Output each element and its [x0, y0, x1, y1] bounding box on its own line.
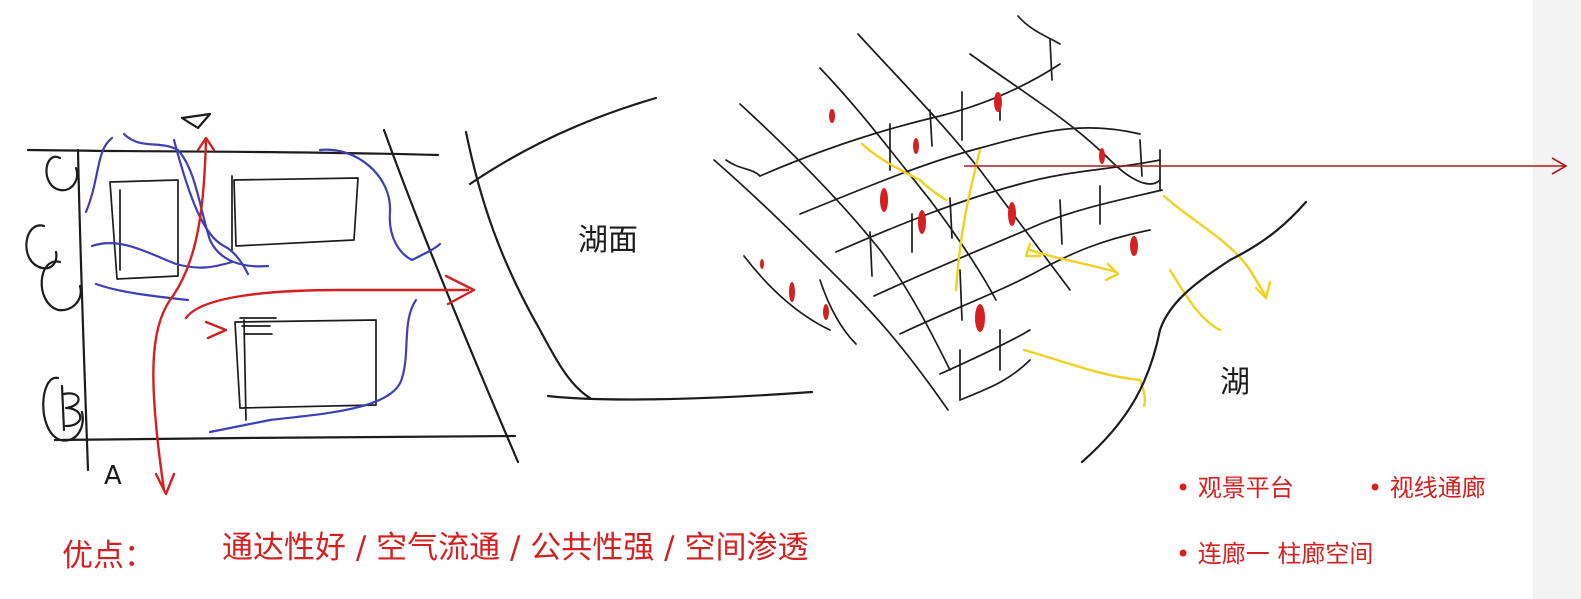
beam-3: [835, 159, 1161, 253]
beam-4: [873, 189, 1163, 297]
yellow-view-6: [1168, 268, 1222, 332]
plan-left-edge: [76, 148, 90, 472]
red-pointer-arrowhead: [1551, 157, 1568, 175]
note-sight-corridor: • 视线通廊: [1368, 474, 1486, 502]
red-arrowhead-down: [154, 472, 176, 496]
note-colonnade: • 连廊一 柱廊空间: [1176, 540, 1373, 568]
beam-7: [959, 359, 1031, 401]
red-figures: [760, 92, 1138, 332]
blue-path-1: [84, 136, 114, 214]
mark-a: A: [104, 461, 122, 491]
post-5: [959, 269, 1001, 401]
outer-stroke-3: [743, 255, 831, 331]
lake-label: 湖: [1220, 365, 1250, 400]
yellow-view-4: [1162, 194, 1268, 298]
post-4: [1099, 139, 1161, 225]
blue-path-7: [172, 138, 250, 276]
block-top-right: [231, 175, 359, 251]
right-shoreline: [1080, 200, 1308, 464]
yellow-view-5: [1022, 348, 1146, 408]
lake-surface-sketch: [464, 96, 814, 401]
red-arrowhead-top: [196, 136, 216, 152]
advantages-prefix: 优点：: [62, 538, 155, 574]
mark-c-1: [45, 155, 79, 192]
yellow-view-2: [954, 148, 982, 292]
ridge-5: [969, 53, 1161, 185]
block-top-left: [109, 179, 179, 280]
advantages-text: 通达性好 / 空气流通 / 公共性强 / 空间渗透: [222, 530, 808, 566]
red-arrow-small: [204, 320, 228, 340]
blue-path-2: [122, 132, 270, 268]
red-axis-vertical: [152, 138, 208, 492]
ridge-3: [819, 67, 997, 301]
outer-stroke-2: [1017, 15, 1061, 45]
beam-1: [759, 63, 1061, 177]
post-1: [889, 91, 963, 171]
beam-6: [939, 329, 1031, 375]
right-margin-strip: [1533, 0, 1581, 599]
red-axis-horizontal: [184, 288, 470, 320]
ridge-1: [739, 103, 951, 371]
red-arrowhead-right: [444, 274, 476, 306]
mark-b: [42, 376, 84, 442]
blue-path-6: [208, 298, 418, 434]
ridge-2: [713, 159, 949, 411]
block-bottom: [234, 319, 377, 421]
lake-shore-lower: [546, 390, 814, 401]
site-plan: A: [25, 112, 520, 496]
yellow-arrowheads: [1024, 242, 1272, 300]
blue-path-3: [318, 148, 442, 262]
beam-5: [899, 229, 1151, 335]
lake-shore-left: [464, 130, 592, 400]
plan-bottom-edge: [53, 434, 517, 442]
axonometric-sketch: [713, 15, 1308, 464]
blue-path-4: [90, 241, 234, 269]
note-viewing-platform: • 观景平台: [1176, 474, 1294, 502]
blue-path-5: [94, 282, 190, 302]
post-2: [869, 197, 953, 277]
block-bottom-hatch: [239, 317, 277, 335]
plan-top-edge: [26, 148, 440, 157]
outer-stroke-1: [725, 159, 761, 177]
yellow-view-1: [860, 142, 948, 202]
plan-right-edge: [382, 128, 520, 464]
yellow-view-3: [1028, 248, 1118, 274]
lake-shore-upper: [468, 96, 658, 186]
lake-surface-label: 湖面: [578, 223, 638, 258]
mark-c-3: [40, 260, 82, 312]
outer-stroke-4: [819, 279, 857, 345]
viewpoint-marker: [180, 112, 212, 130]
beam-2: [799, 126, 1141, 215]
ridge-4: [857, 33, 1071, 291]
